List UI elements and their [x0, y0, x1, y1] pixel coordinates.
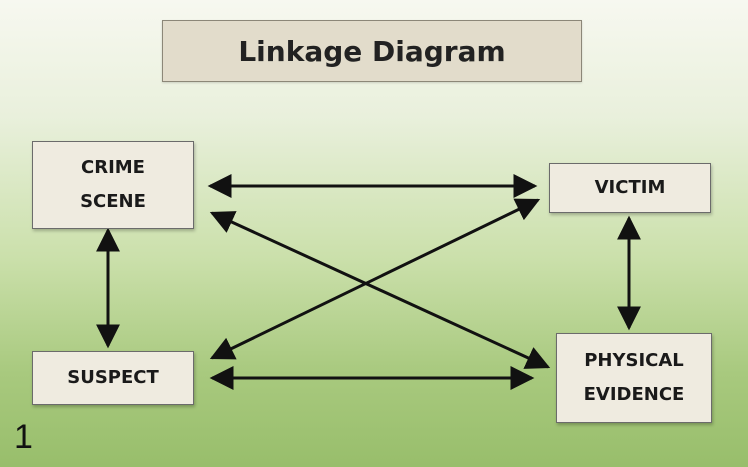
edge-crime-scene-to-physical-evidence [209, 211, 551, 369]
node-crime-scene-label: CRIME SCENE [80, 157, 146, 212]
node-physical-evidence-label: PHYSICAL EVIDENCE [583, 350, 685, 405]
node-victim: VICTIM [549, 163, 711, 213]
diagram-title: Linkage Diagram [162, 20, 582, 82]
node-suspect-label: SUSPECT [67, 367, 159, 388]
edge-suspect-to-victim [209, 198, 541, 360]
node-victim-label: VICTIM [594, 177, 666, 198]
page-number: 1 [14, 418, 33, 456]
node-crime-scene: CRIME SCENE [32, 141, 194, 229]
node-suspect: SUSPECT [32, 351, 194, 405]
node-physical-evidence: PHYSICAL EVIDENCE [556, 333, 712, 423]
